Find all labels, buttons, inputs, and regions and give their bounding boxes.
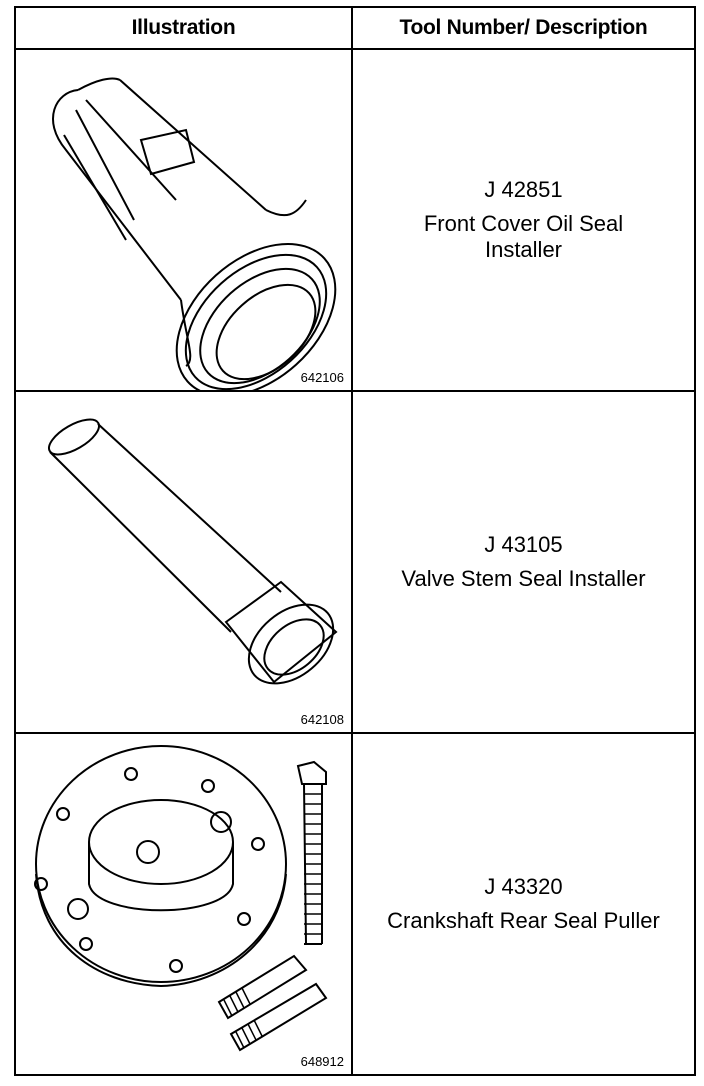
tool-number: J 43105 xyxy=(484,532,563,557)
crankshaft-rear-seal-puller-illustration xyxy=(34,745,328,1052)
tool-description-cell: J 43320 Crankshaft Rear Seal Puller xyxy=(351,732,696,1076)
figure-code: 642106 xyxy=(300,370,344,385)
table-row: 648912 J 43320 Crankshaft Rear Seal Pull… xyxy=(14,732,696,1076)
tool-number: J 42851 xyxy=(484,177,563,202)
header-row: Illustration Tool Number/ Description xyxy=(14,6,696,50)
illustration-cell: 642108 xyxy=(14,390,353,734)
tool-description: Valve Stem Seal Installer xyxy=(401,566,646,591)
illustration-cell: 642106 xyxy=(14,48,353,392)
figure-code: 642108 xyxy=(300,712,344,727)
table-row: 642108 J 43105 Valve Stem Seal Installer xyxy=(14,390,696,734)
header-tool-description: Tool Number/ Description xyxy=(351,6,696,50)
tool-description-cell: J 43105 Valve Stem Seal Installer xyxy=(351,390,696,734)
tool-description-cell: J 42851 Front Cover Oil Seal Installer xyxy=(351,48,696,392)
valve-stem-seal-installer-illustration xyxy=(48,418,338,685)
front-cover-oil-seal-installer-illustration xyxy=(52,77,337,390)
tool-description: Crankshaft Rear Seal Puller xyxy=(387,908,660,933)
tool-number: J 43320 xyxy=(484,874,563,899)
tool-table: Illustration Tool Number/ Description xyxy=(14,6,696,1076)
illustration-cell: 648912 xyxy=(14,732,353,1076)
header-illustration: Illustration xyxy=(14,6,353,50)
table-row: 642106 J 42851 Front Cover Oil Seal Inst… xyxy=(14,48,696,392)
figure-code: 648912 xyxy=(300,1054,344,1069)
tool-description: Front Cover Oil Seal Installer xyxy=(423,211,624,262)
